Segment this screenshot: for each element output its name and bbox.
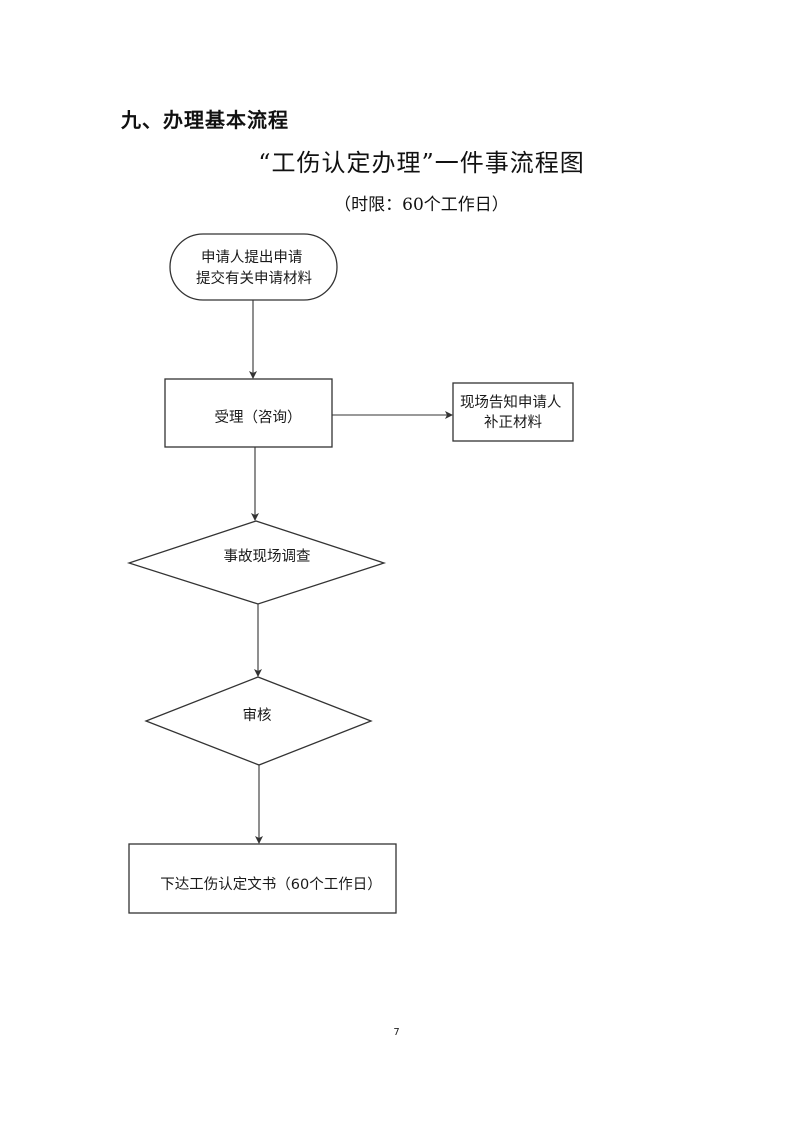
node-start: 申请人提出申请 提交有关申请材料: [169, 233, 338, 301]
node-accept-line-1: 受理（咨询）: [215, 409, 302, 426]
node-investigate-line-1: 事故现场调查: [224, 548, 311, 565]
section-heading: 九、办理基本流程: [121, 108, 289, 132]
node-accept-shape: [164, 378, 333, 448]
page-number: 7: [393, 1027, 400, 1038]
svg-text:审核: 审核: [243, 707, 272, 724]
node-investigate: 事故现场调查: [126, 520, 387, 605]
node-start-line-1: 申请人提出申请: [201, 249, 303, 266]
node-supplement: 现场告知申请人 补正材料: [452, 382, 574, 442]
node-issue: 下达工伤认定文书（60个工作日）: [128, 843, 397, 914]
svg-text:下达工伤认定文书（60个工作日）: 下达工伤认定文书（60个工作日）: [160, 876, 381, 893]
node-supplement-line-2: 补正材料: [484, 414, 542, 431]
node-issue-line-1: 下达工伤认定文书（60个工作日）: [160, 876, 381, 893]
node-review: 审核: [144, 676, 373, 766]
node-issue-shape: [128, 843, 397, 914]
node-start-shape: [169, 233, 338, 301]
node-accept: 受理（咨询）: [164, 378, 333, 448]
node-supplement-shape: [452, 382, 574, 442]
node-supplement-line-1: 现场告知申请人: [460, 394, 562, 411]
svg-text:现场告知申请人 补正材料: 现场告知申请人 补正材料: [460, 394, 566, 431]
node-review-line-1: 审核: [243, 707, 272, 724]
svg-text:受理（咨询）: 受理（咨询）: [215, 409, 302, 426]
flowchart-title: “工伤认定办理”一件事流程图: [258, 149, 585, 177]
node-start-line-2: 提交有关申请材料: [196, 269, 312, 287]
time-limit-note: （时限：60个工作日）: [334, 195, 509, 215]
svg-text:事故现场调查: 事故现场调查: [224, 548, 311, 565]
svg-text:申请人提出申请 提交有关申请材料: 申请人提出申请 提交有关申请材料: [196, 249, 312, 287]
